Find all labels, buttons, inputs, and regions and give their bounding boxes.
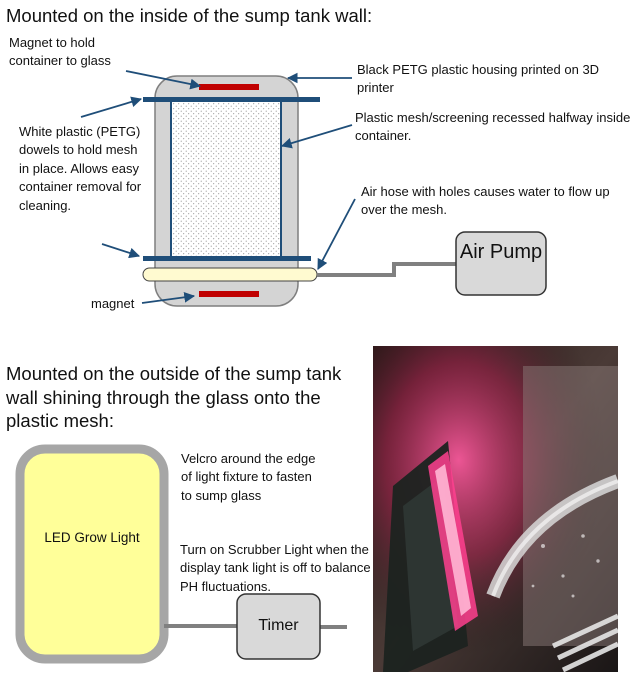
label-magnet-top: Magnet to hold container to glass (9, 35, 111, 69)
dowel-top (143, 97, 320, 102)
label-air-hose: Air hose with holes causes water to flow… (361, 184, 610, 218)
timer-box (236, 593, 321, 660)
label-magnet-bottom: magnet (91, 296, 135, 311)
top-heading: Mounted on the inside of the sump tank w… (6, 5, 373, 26)
mesh-dots (171, 100, 281, 258)
dowel-bottom (143, 256, 311, 261)
sump-photo (373, 346, 618, 672)
arrow-magnet-top (125, 70, 202, 90)
air-pump-box (455, 231, 547, 296)
label-velcro: Velcro around the edge of light fixture … (181, 451, 316, 503)
led-grow-light-label: LED Grow Light (44, 530, 140, 545)
arrow-air-hose (317, 198, 356, 270)
bottom-heading: Mounted on the outside of the sump tank … (6, 363, 342, 432)
arrow-magnet-bottom (141, 291, 196, 304)
timer-label: Timer (258, 617, 299, 634)
sump-photo-drawing (373, 346, 618, 672)
label-scrubber: Turn on Scrubber Light when the display … (180, 542, 371, 594)
arrow-mesh (280, 124, 353, 149)
air-hose-tube (142, 267, 318, 282)
label-housing: Black PETG plastic housing printed on 3D… (357, 62, 600, 96)
air-pump-label: Air Pump (459, 241, 543, 263)
magnet-bottom (199, 291, 259, 297)
arrow-dowel-top (80, 96, 143, 118)
hose-line (317, 262, 456, 277)
label-dowels: White plastic (PETG) dowels to hold mesh… (19, 124, 142, 213)
magnet-top (199, 84, 259, 90)
arrow-dowel-bottom (101, 243, 141, 259)
label-mesh: Plastic mesh/screening recessed halfway … (355, 110, 631, 144)
led-grow-light-box (15, 444, 169, 664)
